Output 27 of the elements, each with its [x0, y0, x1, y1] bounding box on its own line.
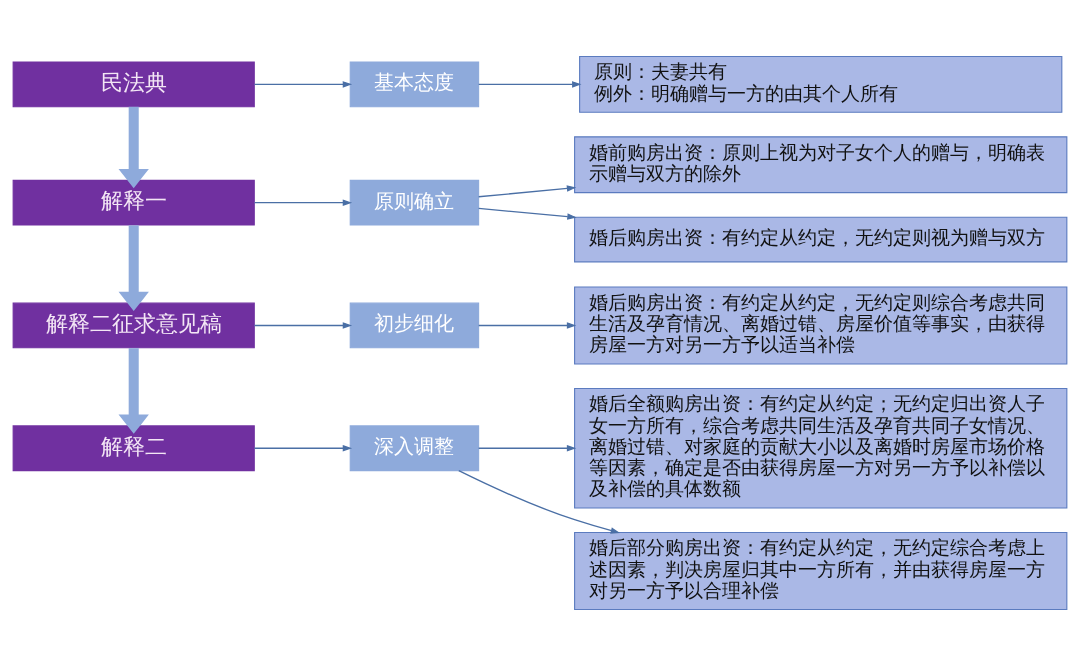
- node-box: 解释二: [12, 425, 255, 472]
- node-box: 基本态度: [349, 61, 480, 108]
- arrow: [253, 81, 353, 88]
- arrow: [478, 185, 577, 198]
- arrow: [478, 81, 582, 88]
- arrow: [458, 470, 621, 534]
- node-box: 解释二征求意见稿: [12, 302, 255, 349]
- arrow: [118, 225, 149, 312]
- arrow: [478, 444, 577, 452]
- arrow: [478, 207, 577, 220]
- node-box: 婚后全额购房出资：有约定从约定；无约定归出资人子女一方所有，综合考虑共同生活及孕育共同子女情况、离婚过错、对家庭的贡献大小以及离婚时房屋市场价格等因素，确定是否由获得房屋一方对另一方予以补偿以及补偿的具体数额: [574, 387, 1068, 509]
- arrow: [478, 322, 577, 329]
- arrow: [253, 444, 353, 452]
- node-box: 解释一: [12, 179, 255, 226]
- node-box: 初步细化: [349, 302, 480, 349]
- arrow: [118, 106, 149, 189]
- node-box: 原则：夫妻共有 例外：明确赠与一方的由其个人所有: [579, 55, 1063, 113]
- node-box: 婚后部分购房出资：有约定从约定，无约定综合考虑上述因素，判决房屋归其中一方所有，并由获得房屋一方对另一方予以合理补偿: [574, 531, 1068, 611]
- arrow: [253, 322, 353, 329]
- arrow: [118, 348, 149, 434]
- node-box: 婚后购房出资：有约定从约定，无约定则综合考虑共同生活及孕育情况、离婚过错、房屋价值等事实，由获得房屋一方对另一方予以适当补偿: [574, 286, 1068, 365]
- arrow: [253, 199, 353, 206]
- node-box: 婚前购房出资：原则上视为对子女个人的赠与，明确表示赠与双方的除外: [574, 136, 1068, 194]
- node-box: 深入调整: [349, 425, 480, 472]
- node-box: 民法典: [12, 61, 255, 108]
- node-box: 原则确立: [349, 179, 480, 226]
- node-box: 婚后购房出资：有约定从约定，无约定则视为赠与双方: [574, 216, 1068, 263]
